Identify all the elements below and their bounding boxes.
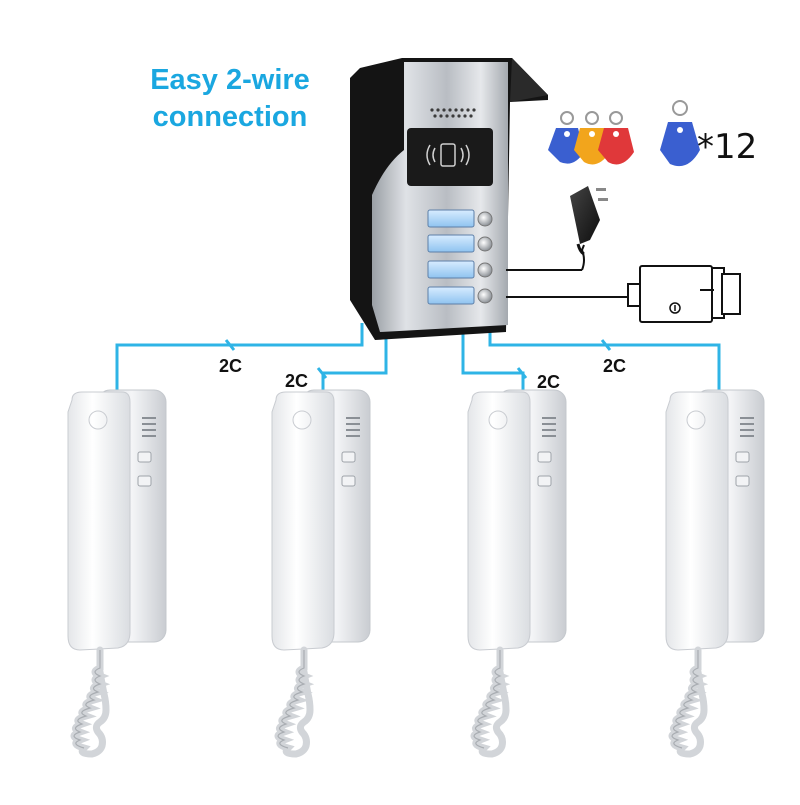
indoor-handset-4 xyxy=(666,390,764,754)
keyfob-red-icon xyxy=(598,111,634,165)
keyfob-quantity: *12 xyxy=(697,127,757,167)
keyfob-blue-icon xyxy=(548,111,584,164)
headline-line-1: Easy 2-wire xyxy=(150,64,310,96)
wire-label-2: 2C xyxy=(285,371,308,391)
keyfob-single-blue-icon xyxy=(660,100,700,167)
call-button-3[interactable] xyxy=(427,260,493,279)
wire-handset-1 xyxy=(115,323,364,393)
wire-label-3: 2C xyxy=(537,372,560,392)
call-button-2[interactable] xyxy=(427,234,493,253)
handset-button-bottom xyxy=(137,475,152,487)
wire-handset-2 xyxy=(321,330,388,393)
call-button-4[interactable] xyxy=(427,286,493,305)
call-button-1[interactable] xyxy=(427,209,493,228)
electric-lock xyxy=(506,265,741,323)
speaker-grille xyxy=(430,108,476,118)
indoor-handset-1 xyxy=(67,389,167,758)
headline: Easy 2-wire connection xyxy=(140,62,320,136)
wiring-lines xyxy=(115,323,721,393)
rfid-reader xyxy=(407,128,493,186)
headline-line-2: connection xyxy=(152,101,308,133)
wire-label-4: 2C xyxy=(603,356,626,376)
rfid-icon xyxy=(426,143,470,167)
indoor-handset-3 xyxy=(468,390,566,754)
outdoor-station xyxy=(350,58,548,340)
wire-label-1: 2C xyxy=(219,356,242,376)
handset-button-top xyxy=(137,451,152,463)
power-adapter xyxy=(506,186,608,271)
lock-keyhole-icon xyxy=(669,302,681,314)
rfid-keyfobs xyxy=(548,100,700,167)
indoor-handset-2 xyxy=(272,390,370,754)
keyfob-yellow-icon xyxy=(574,111,610,165)
wire-handset-3 xyxy=(461,330,525,393)
